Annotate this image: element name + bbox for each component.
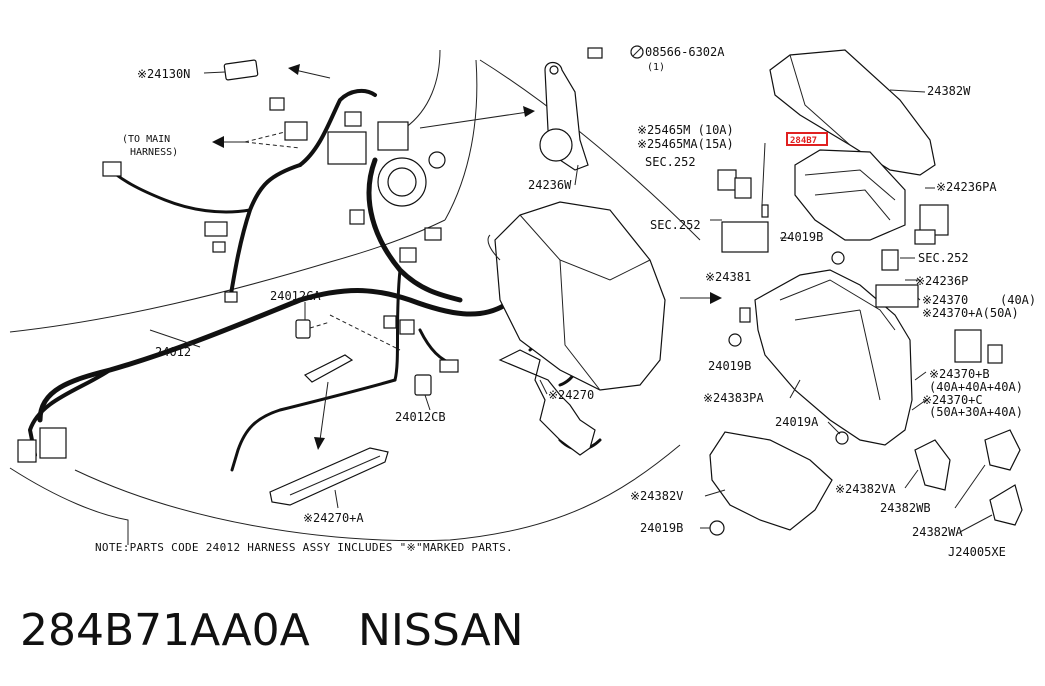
part-labels: ※24130N (TO MAIN HARNESS) 08566-6302A (1…	[122, 45, 1036, 539]
label-08566-qty: (1)	[647, 62, 665, 73]
protector-24270a	[269, 354, 389, 506]
label-24019b-b: 24019B	[708, 359, 751, 373]
label-to-main-harness-2: HARNESS)	[130, 147, 178, 158]
label-24236p: ※24236P	[915, 274, 968, 288]
label-24019a: 24019A	[775, 415, 819, 429]
label-24012: 24012	[155, 345, 191, 359]
leader-lines	[149, 71, 993, 533]
label-24370c-amp: (50A+30A+40A)	[929, 405, 1023, 419]
label-24019b-a: 24019B	[780, 230, 823, 244]
harness-24012	[28, 88, 602, 472]
label-to-main-harness: (TO MAIN	[122, 134, 170, 145]
screw-symbol	[630, 45, 644, 59]
label-24370b-amp: (40A+40A+40A)	[929, 380, 1023, 394]
label-24236w: 24236W	[528, 178, 572, 192]
label-24370c: ※24370+C	[922, 393, 983, 407]
label-24383pa: ※24383PA	[703, 391, 764, 405]
label-24370: ※24370	[922, 293, 968, 307]
label-24370-amp: (40A)	[1000, 293, 1036, 307]
diagram-code: J24005XE	[948, 545, 1006, 559]
small-components	[709, 169, 1003, 536]
cover-24382w	[769, 49, 936, 176]
clip-24012cb	[414, 374, 432, 396]
clip-24012ca	[295, 314, 401, 351]
label-24382v: ※24382V	[630, 489, 683, 503]
label-24382wa: 24382WA	[912, 525, 963, 539]
bracket-24236w	[539, 45, 644, 171]
label-sec252-a: SEC.252	[645, 155, 696, 169]
highlighted-part-marker[interactable]: 284B7	[786, 132, 828, 146]
label-24012ca: 24012CA	[270, 289, 321, 303]
label-25465ma: ※25465MA(15A)	[637, 137, 734, 151]
label-24270a: ※24270+A	[303, 511, 364, 525]
body-contour-lines	[9, 49, 701, 545]
harness-connectors	[17, 59, 459, 463]
label-24130n: ※24130N	[137, 67, 190, 81]
highlighted-part-label: 284B7	[790, 136, 817, 146]
label-24382w: 24382W	[927, 84, 971, 98]
caption: 284B71AA0A NISSAN	[20, 605, 524, 656]
label-24381: ※24381	[705, 270, 751, 284]
fuse-box-body	[487, 201, 666, 391]
fuse-block-housing	[754, 269, 913, 446]
diagram-note: NOTE:PARTS CODE 24012 HARNESS ASSY INCLU…	[95, 541, 513, 554]
label-24270: ※24270	[548, 388, 594, 402]
label-24370b: ※24370+B	[929, 367, 990, 381]
caption-part-number: 284B71AA0A	[20, 605, 310, 656]
label-sec252-c: SEC.252	[918, 251, 969, 265]
label-25465m: ※25465M (10A)	[637, 123, 734, 137]
fuse-block-module	[794, 149, 906, 241]
label-24236pa: ※24236PA	[936, 180, 997, 194]
label-24012cb: 24012CB	[395, 410, 446, 424]
caption-brand: NISSAN	[358, 605, 524, 656]
label-24382wb: 24382WB	[880, 501, 931, 515]
arrows	[212, 64, 722, 450]
label-24019b-c: 24019B	[640, 521, 683, 535]
label-08566: 08566-6302A	[645, 45, 725, 59]
label-sec252-b: SEC.252	[650, 218, 701, 232]
harness-24270	[498, 349, 596, 456]
label-24370a: ※24370+A(50A)	[922, 306, 1019, 320]
side-covers	[709, 429, 1023, 531]
label-24382va: ※24382VA	[835, 482, 896, 496]
